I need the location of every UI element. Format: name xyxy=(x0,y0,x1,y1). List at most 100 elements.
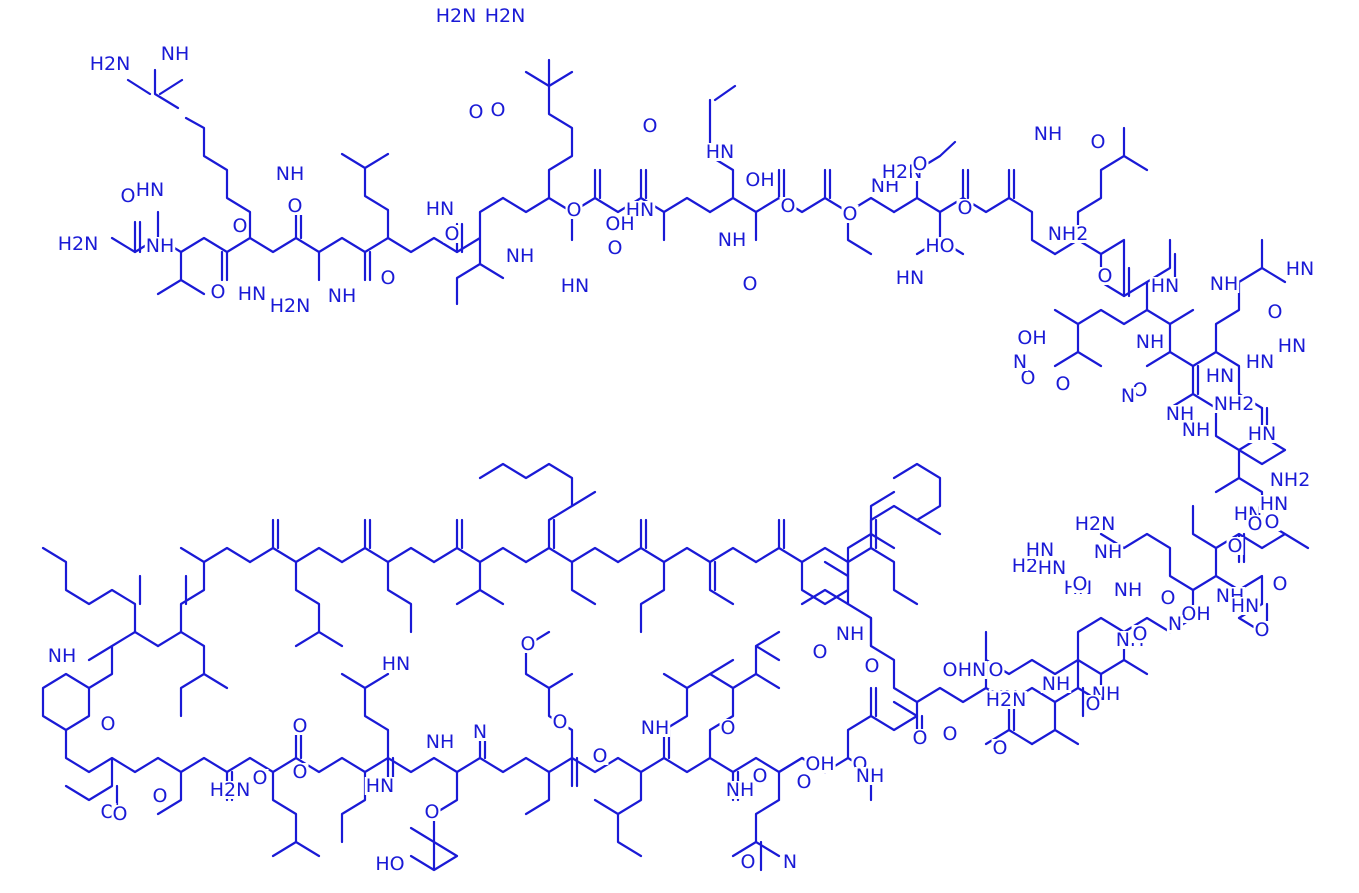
atom-label: O xyxy=(943,659,958,681)
atom-label-background xyxy=(424,733,456,751)
atom-label: H2N xyxy=(210,779,251,801)
atom-label: O xyxy=(608,237,623,259)
atom-label: O xyxy=(445,223,460,245)
atom-label: O xyxy=(1021,367,1036,389)
atom-label: NH xyxy=(726,779,755,801)
atom-label-background xyxy=(795,773,813,791)
atom-label-background xyxy=(134,181,166,199)
atom-label: HN xyxy=(1246,351,1275,373)
atom-label: NH xyxy=(426,731,455,753)
atom-label: NH xyxy=(836,623,865,645)
atom-label: NH xyxy=(1166,403,1195,425)
atom-label-background xyxy=(471,723,489,741)
atom-label: O xyxy=(643,115,658,137)
atom-label-background xyxy=(987,661,1005,679)
atom-label: O xyxy=(293,715,308,737)
atom-label-background xyxy=(1212,395,1256,413)
atom-label-background xyxy=(467,103,485,121)
atom-label-background xyxy=(751,767,769,785)
atom-label: O xyxy=(211,281,226,303)
atom-label-background xyxy=(1229,597,1261,615)
atom-label-background xyxy=(1036,559,1068,577)
atom-label: O xyxy=(1073,573,1088,595)
atom-label-background xyxy=(424,200,456,218)
atom-label-background xyxy=(236,285,268,303)
atom-label-background xyxy=(854,767,886,785)
atom-label: O xyxy=(753,765,768,787)
atom-label: HN xyxy=(238,283,267,305)
atom-label-background xyxy=(719,719,737,737)
atom-label: O xyxy=(521,633,536,655)
atom-label-background xyxy=(1040,675,1072,693)
atom-label-background xyxy=(504,247,536,265)
atom-label: NH xyxy=(1042,673,1071,695)
atom-label: H2N xyxy=(90,53,131,75)
atom-label-background xyxy=(46,647,78,665)
atom-label: HN xyxy=(1278,335,1307,357)
atom-label-background xyxy=(291,717,309,735)
atom-label-background xyxy=(209,283,227,301)
atom-label: O xyxy=(553,711,568,733)
atom-label-background xyxy=(894,269,926,287)
atom-label: O xyxy=(381,267,396,289)
atom-label: HN xyxy=(561,275,590,297)
atom-label-background xyxy=(483,7,527,25)
atom-label: HN xyxy=(366,775,395,797)
atom-label: NH2 xyxy=(1048,223,1089,245)
atom-label-background xyxy=(1276,337,1308,355)
atom-label: O xyxy=(425,801,440,823)
atom-label: HN xyxy=(1248,423,1277,445)
atom-label: HN xyxy=(1260,493,1289,515)
atom-label: NH xyxy=(1034,123,1063,145)
atom-label: O xyxy=(593,745,608,767)
atom-label-background xyxy=(841,205,859,223)
atom-label-background xyxy=(1054,375,1072,393)
atom-label-background xyxy=(1159,589,1177,607)
bond-layer xyxy=(41,58,1310,872)
atom-label: O xyxy=(1086,693,1101,715)
atom-label-background xyxy=(380,655,412,673)
atom-label: O xyxy=(288,195,303,217)
atom-label-background xyxy=(119,187,137,205)
atom-label: NH xyxy=(146,235,175,257)
atom-label-background xyxy=(1204,367,1236,385)
atom-label-background xyxy=(1084,695,1102,713)
atom-label: O xyxy=(943,723,958,745)
atom-label: O xyxy=(1133,623,1148,645)
atom-label: NH xyxy=(276,163,305,185)
atom-label: O xyxy=(989,659,1004,681)
atom-label: NH xyxy=(641,717,670,739)
atom-label-background xyxy=(379,269,397,287)
atom-label-background xyxy=(863,657,881,675)
atom-label: NH xyxy=(48,645,77,667)
atom-label: OH xyxy=(745,169,774,191)
atom-label-background xyxy=(941,661,959,679)
atom-label-background xyxy=(551,713,569,731)
atom-label-background xyxy=(1046,225,1090,243)
atom-label: O xyxy=(121,185,136,207)
atom-label: O xyxy=(1268,301,1283,323)
atom-label-background xyxy=(1164,405,1196,423)
atom-label: HN xyxy=(1026,539,1055,561)
atom-label: HN xyxy=(1286,258,1315,280)
atom-label-background xyxy=(56,235,100,253)
atom-label: O xyxy=(913,153,928,175)
atom-label-background xyxy=(1271,575,1289,593)
atom-label-background xyxy=(1244,353,1276,371)
atom-label-background xyxy=(1284,260,1316,278)
atom-label-background xyxy=(779,197,797,215)
atom-label-background xyxy=(1071,575,1089,593)
atom-label: HN xyxy=(1206,365,1235,387)
atom-label-background xyxy=(741,275,759,293)
atom-label: O xyxy=(1098,265,1113,287)
atom-label: O xyxy=(797,771,812,793)
atom-label: HN xyxy=(958,659,987,681)
atom-label-background xyxy=(208,781,252,799)
atom-label: NH xyxy=(1210,273,1239,295)
atom-label-background xyxy=(565,201,583,219)
atom-label: NH xyxy=(1182,419,1211,441)
atom-label: HN xyxy=(426,198,455,220)
atom-label-background xyxy=(268,297,312,315)
